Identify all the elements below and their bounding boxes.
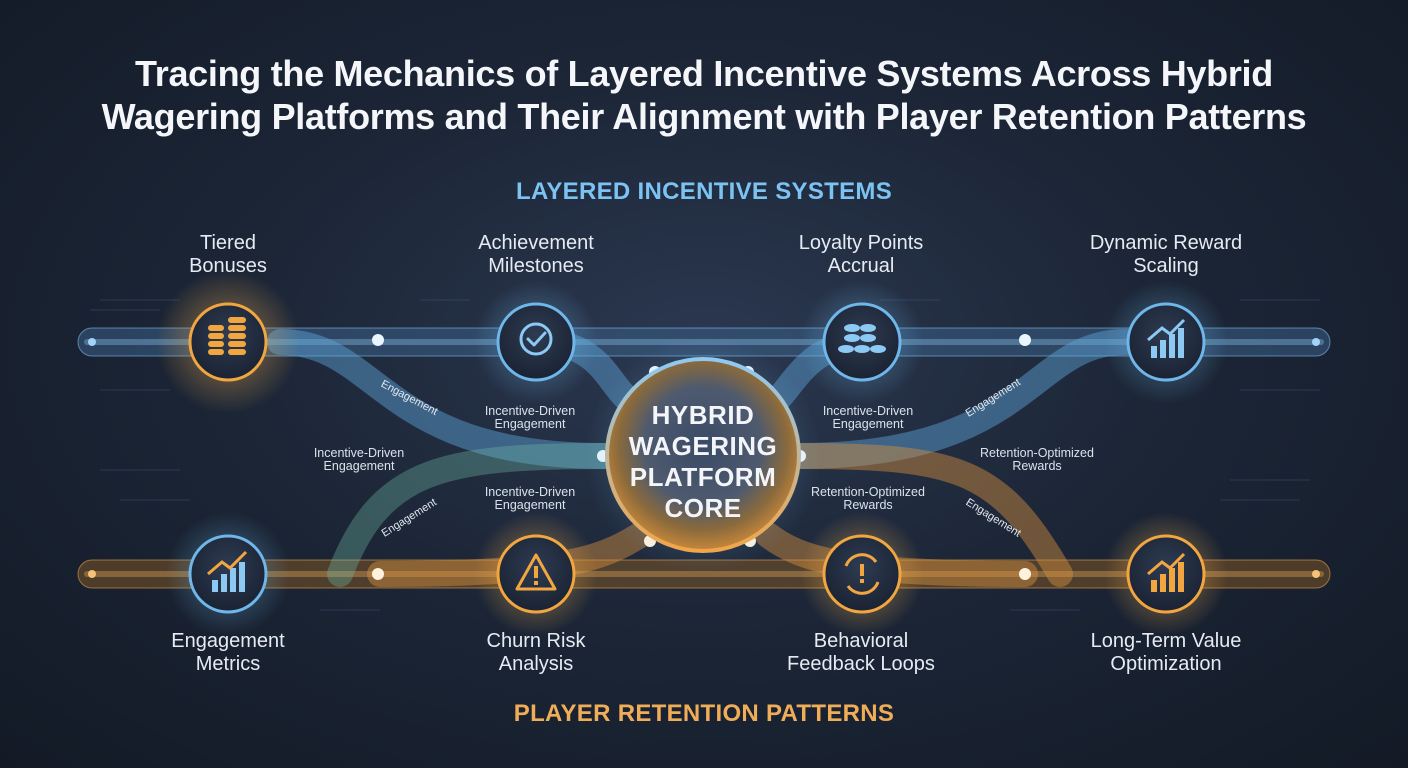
label-churn-risk: Churn Risk Analysis <box>426 630 646 676</box>
label-line: Milestones <box>488 255 584 277</box>
bar-trend-icon <box>207 550 248 592</box>
core-line-2: WAGERING <box>628 431 778 461</box>
coin-stack-icon <box>208 317 246 355</box>
connector-text: Rewards <box>1012 459 1062 473</box>
section-heading-top: LAYERED INCENTIVE SYSTEMS <box>515 178 893 205</box>
label-dynamic-reward-scaling: Dynamic Reward Scaling <box>1056 232 1276 278</box>
connector-label-right-mid: Retention-Optimized Rewards <box>952 447 1122 473</box>
connector-label-left-lower: Incentive-Driven Engagement <box>445 486 615 512</box>
connector-text: Retention-Optimized <box>811 485 925 499</box>
badge-check-icon <box>519 322 553 356</box>
warning-icon <box>515 553 557 591</box>
core-line-3: PLATFORM <box>629 462 777 492</box>
label-behavioral-feedback: Behavioral Feedback Loops <box>751 630 971 676</box>
growth-chart-icon <box>1147 318 1186 358</box>
connector-text: Rewards <box>843 498 893 512</box>
label-line: Behavioral <box>813 630 909 652</box>
connector-text: Engagement <box>832 417 904 431</box>
page-title: Tracing the Mechanics of Layered Incenti… <box>0 52 1408 138</box>
points-stack-icon <box>838 324 886 353</box>
node-churn-risk <box>474 512 598 636</box>
node-engagement-metrics <box>166 512 290 636</box>
label-line: Engagement <box>171 630 285 652</box>
connector-label-right-lower: Retention-Optimized Rewards <box>783 486 953 512</box>
label-line: Bonuses <box>189 255 267 277</box>
section-heading-bottom: PLAYER RETENTION PATTERNS <box>513 700 895 727</box>
label-long-term-value: Long-Term Value Optimization <box>1056 630 1276 676</box>
connector-text: Incentive-Driven <box>822 404 914 418</box>
label-line: Metrics <box>195 653 261 675</box>
growth-chart-icon <box>1147 552 1186 592</box>
label-line: Scaling <box>1133 255 1199 277</box>
connector-text: Engagement <box>494 498 566 512</box>
label-line: Accrual <box>827 255 895 277</box>
connector-text: Incentive-Driven <box>484 485 576 499</box>
label-tiered-bonuses: Tiered Bonuses <box>118 232 338 278</box>
connector-text: Engagement <box>494 417 566 431</box>
connector-label-left-mid: Incentive-Driven Engagement <box>274 447 444 473</box>
label-line: Dynamic Reward <box>1089 232 1243 254</box>
bottom-rail <box>77 559 1331 589</box>
title-line-2: Wagering Platforms and Their Alignment w… <box>101 96 1307 137</box>
title-line-1: Tracing the Mechanics of Layered Incenti… <box>135 53 1273 94</box>
connector-text: Incentive-Driven <box>484 404 576 418</box>
node-dynamic-reward-scaling <box>1104 280 1228 404</box>
node-loyalty-points <box>800 280 924 404</box>
connector-text: Retention-Optimized <box>980 446 1094 460</box>
label-line: Feedback Loops <box>787 653 935 675</box>
connector-text: Incentive-Driven <box>313 446 405 460</box>
platform-core <box>585 337 821 573</box>
node-long-term-value <box>1104 512 1228 636</box>
label-loyalty-points: Loyalty Points Accrual <box>751 232 971 278</box>
label-line: Tiered <box>200 232 256 254</box>
label-line: Optimization <box>1110 653 1222 675</box>
core-line-4: CORE <box>664 493 742 523</box>
node-achievement-milestones <box>474 280 598 404</box>
label-line: Loyalty Points <box>798 232 924 254</box>
label-line: Achievement <box>478 232 594 254</box>
connector-label-right-upper: Incentive-Driven Engagement <box>783 405 953 431</box>
circuit-traces <box>90 299 1320 611</box>
cycle-alert-icon <box>844 553 880 595</box>
connector-label-left-upper: Incentive-Driven Engagement <box>445 405 615 431</box>
core-line-1: HYBRID <box>651 400 755 430</box>
core-label: HYBRID WAGERING PLATFORM CORE <box>603 400 803 524</box>
label-line: Analysis <box>498 653 574 675</box>
label-engagement-metrics: Engagement Metrics <box>118 630 338 676</box>
label-line: Churn Risk <box>486 630 586 652</box>
label-achievement-milestones: Achievement Milestones <box>426 232 646 278</box>
node-behavioral-feedback <box>800 512 924 636</box>
node-tiered-bonuses <box>156 270 300 414</box>
connector-text: Engagement <box>323 459 395 473</box>
label-line: Long-Term Value <box>1090 630 1242 652</box>
